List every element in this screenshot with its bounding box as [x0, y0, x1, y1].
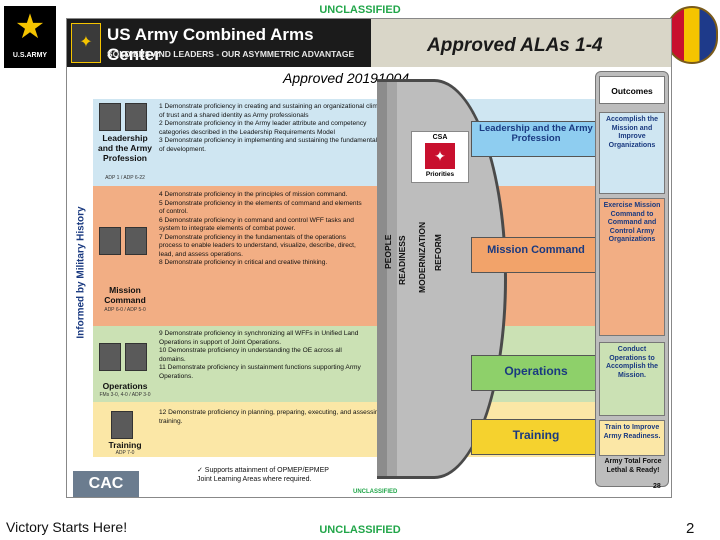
publication-book-icon: [125, 227, 147, 255]
outcome-item: Conduct Operations to Accomplish the Mis…: [599, 342, 665, 416]
section-label-operations: Operations: [102, 381, 148, 391]
section-label-mission-command: Mission Command: [104, 285, 146, 305]
priorities-label: Priorities: [425, 171, 455, 178]
section-label-leadership: Leadership and the Army Profession: [97, 133, 152, 163]
arrow-label: Leadership and the Army Profession: [479, 123, 593, 144]
slide-image: ✦ US Army Combined Arms Center SOLDIERS …: [66, 18, 672, 498]
footnote-line: Joint Learning Areas where required.: [197, 476, 312, 483]
outcome-item: Accomplish the Mission and Improve Organ…: [599, 112, 665, 194]
cac-title: US Army Combined Arms Center: [107, 25, 314, 64]
slogan: Victory Starts Here!: [6, 519, 128, 535]
section-pub-mission-command: ADP 6-0 / ADP 5-0: [104, 307, 146, 313]
section-pub-training: ADP 7-0: [115, 450, 135, 456]
csa-label: CSA: [432, 134, 448, 141]
pillar-modernization: MODERNIZATION: [417, 221, 427, 293]
ala-text-mission-command: 4 Demonstrate proficiency in the princip…: [159, 191, 362, 266]
outcome-item: Exercise Mission Command to Command and …: [599, 198, 665, 336]
cac-subtitle: SOLDIERS AND LEADERS - OUR ASYMMETRIC AD…: [107, 49, 355, 59]
arrow-label: Training: [512, 428, 560, 442]
csa-priorities-badge: CSA ✦ Priorities: [411, 131, 469, 183]
publication-book-icon: [125, 103, 147, 131]
footnote-line: ✓ Supports attainment of OPMEP/EPMEP: [197, 467, 329, 474]
footnote: ✓ Supports attainment of OPMEP/EPMEP Joi…: [197, 466, 329, 484]
arrow-label: Mission Command: [487, 244, 585, 256]
csa-emblem-icon: ✦: [425, 143, 455, 169]
cac-banner: ✦ US Army Combined Arms Center SOLDIERS …: [67, 19, 671, 67]
publication-book-icon: [99, 103, 121, 131]
publication-book-icon: [111, 411, 133, 439]
classification-top: UNCLASSIFIED: [319, 4, 401, 16]
outcomes-column: Outcomes Accomplish the Mission and Impr…: [595, 71, 669, 487]
outcome-final: Army Total Force Lethal & Ready!: [604, 458, 662, 474]
army-star-icon: ★: [14, 8, 46, 46]
ala-text-operations: 9 Demonstrate proficiency in synchronizi…: [159, 330, 361, 380]
cac-shield-icon: ✦: [71, 23, 101, 63]
inner-page-number: 28: [653, 483, 661, 490]
ala-text-training: 12 Demonstrate proficiency in planning, …: [159, 409, 383, 425]
us-army-logo: ★ U.S.ARMY: [4, 6, 56, 68]
arrow-label: Operations: [504, 364, 568, 378]
outcome-item: Train to Improve Army Readiness.: [599, 420, 665, 456]
publication-book-icon: [99, 227, 121, 255]
classification-inner: UNCLASSIFIED: [353, 489, 398, 495]
cac-title-block: ✦ US Army Combined Arms Center SOLDIERS …: [67, 19, 371, 67]
section-label-training: Training: [108, 440, 142, 450]
pillar-readiness: READINESS: [397, 235, 407, 285]
section-pub-operations: FMs 3-0, 4-0 / ADP 3-0: [99, 392, 151, 398]
army-logo-text: U.S.ARMY: [12, 52, 48, 59]
section-pub-leadership: ADP 1 / ADP 6-22: [105, 175, 145, 181]
history-label: Informed by Military History: [75, 206, 87, 339]
classification-bottom: UNCLASSIFIED: [319, 524, 401, 536]
publication-book-icon: [125, 343, 147, 371]
pillar-people: PEOPLE: [383, 234, 393, 269]
pillar-reform: REFORM: [433, 234, 443, 271]
slide-title: Approved ALAs 1-4: [427, 35, 603, 56]
cac-footer-logo: CAC: [73, 471, 139, 497]
outcomes-header: Outcomes: [599, 76, 665, 104]
page-number: 2: [686, 520, 695, 537]
ala-text-leadership: 1 Demonstrate proficiency in creating an…: [159, 103, 387, 153]
publication-book-icon: [99, 343, 121, 371]
unit-seal-icon: [666, 6, 718, 64]
